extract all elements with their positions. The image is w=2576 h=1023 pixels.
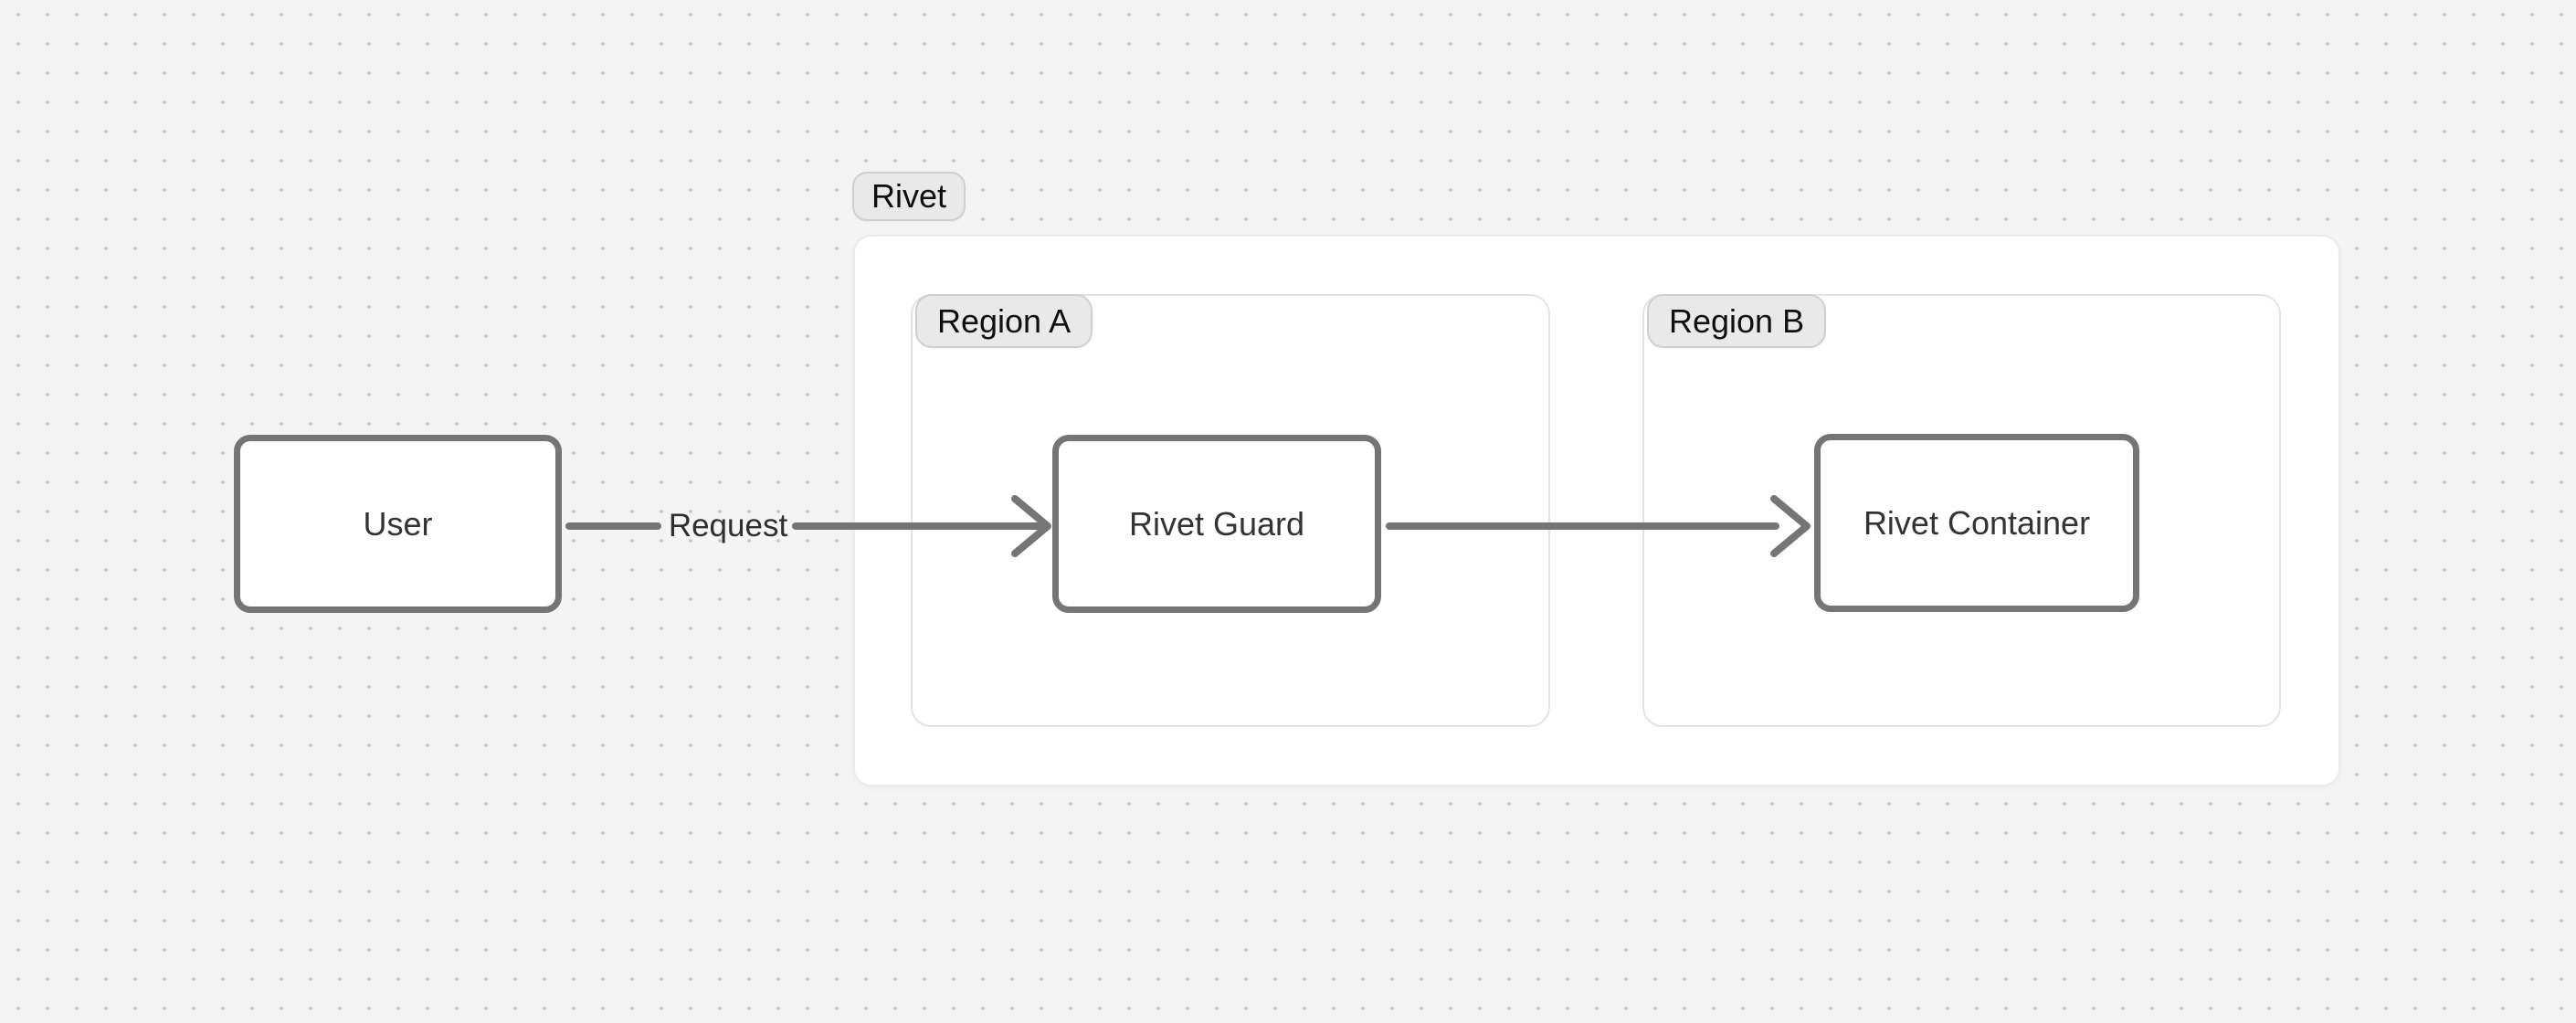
group-label-rivet: Rivet — [852, 172, 966, 221]
node-rivet-guard: Rivet Guard — [1052, 435, 1381, 613]
node-rivet-guard-label: Rivet Guard — [1128, 504, 1305, 543]
group-label-region-a: Region A — [915, 294, 1093, 348]
node-user: User — [234, 435, 562, 613]
node-rivet-container-label: Rivet Container — [1863, 503, 2091, 542]
group-label-region-b: Region B — [1647, 294, 1827, 348]
edge-label-request: Request — [668, 508, 788, 543]
node-user-label: User — [363, 504, 433, 543]
node-rivet-container: Rivet Container — [1814, 434, 2139, 612]
